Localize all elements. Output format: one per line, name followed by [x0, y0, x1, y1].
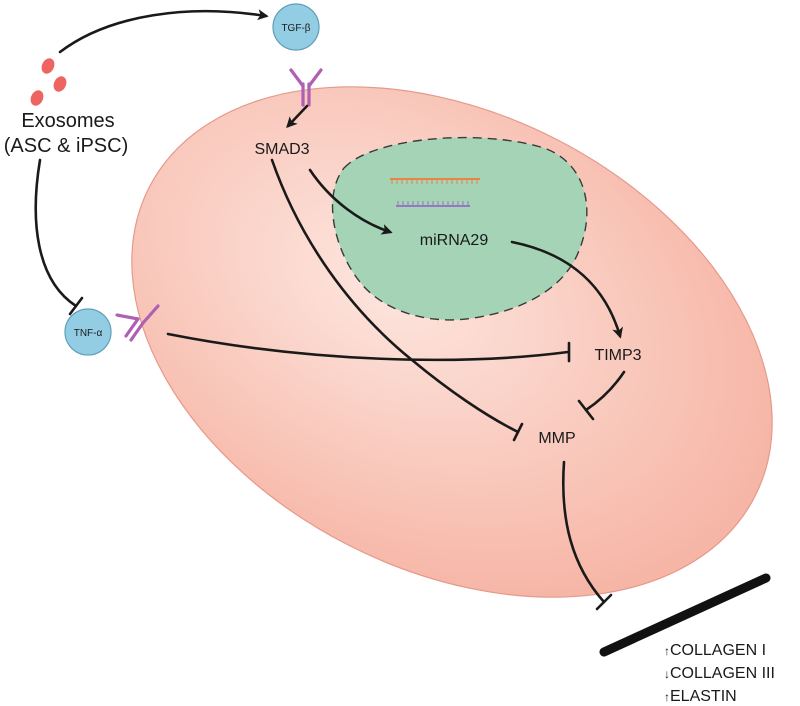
- exosome-icon: [30, 58, 67, 106]
- tnf-alpha-ligand: [64, 308, 112, 356]
- smad3-label: SMAD3: [254, 141, 309, 158]
- mirna-to-timp3-arrow: [510, 240, 623, 339]
- outcome-item: ↓COLLAGEN III: [664, 665, 775, 682]
- mmp-inhibit-ecm-bar: [595, 593, 613, 611]
- outcome-arrow: ↑: [664, 644, 670, 658]
- mmp-label: MMP: [538, 430, 575, 447]
- outcome-list: ↑COLLAGEN I ↓COLLAGEN III ↑ELASTIN: [664, 642, 775, 705]
- tgf-receptor-icon: [289, 68, 323, 107]
- mmp-inhibit-ecm-line: [562, 460, 606, 604]
- exosomes-label: Exosomes: [21, 110, 114, 132]
- mirna-strand-icon: [390, 178, 480, 207]
- outcome-item: ↑COLLAGEN I: [664, 642, 766, 659]
- outcome-text: COLLAGEN III: [670, 665, 775, 682]
- smad3-to-mirna-arrow: [308, 168, 393, 235]
- tnf-alpha-label: TNF-α: [74, 328, 103, 339]
- exosomes-inhibit-tnf-bar: [68, 296, 84, 316]
- outcome-arrow: ↓: [664, 667, 670, 681]
- outcome-item: ↑ELASTIN: [664, 688, 737, 705]
- tnf-inhibit-timp3-line: [166, 332, 570, 362]
- smad3-inhibit-mmp-line: [270, 158, 520, 434]
- mirna29-label: miRNA29: [420, 232, 489, 249]
- outcome-arrow: ↑: [664, 690, 670, 704]
- cell: [131, 86, 773, 598]
- exosomes-inhibit-tnf-line: [34, 158, 78, 308]
- timp3-inhibit-mmp-bar: [577, 399, 595, 421]
- outcome-text: ELASTIN: [670, 688, 737, 705]
- smad3-inhibit-mmp-bar: [512, 422, 524, 442]
- extracellular-matrix-bar: [599, 573, 771, 657]
- timp3-inhibit-mmp-line: [584, 370, 626, 412]
- outcome-text: COLLAGEN I: [670, 642, 766, 659]
- exosome-source-label: (ASC & iPSC): [4, 135, 128, 157]
- exosomes-to-tgf-arrow: [58, 9, 269, 54]
- tnf-receptor-icon: [115, 304, 160, 342]
- tgf-beta-ligand: [272, 3, 320, 51]
- timp3-label: TIMP3: [594, 347, 641, 364]
- nucleus: [331, 136, 588, 321]
- tgf-to-smad3-arrow: [286, 104, 309, 128]
- tgf-beta-label: TGF-β: [281, 23, 310, 34]
